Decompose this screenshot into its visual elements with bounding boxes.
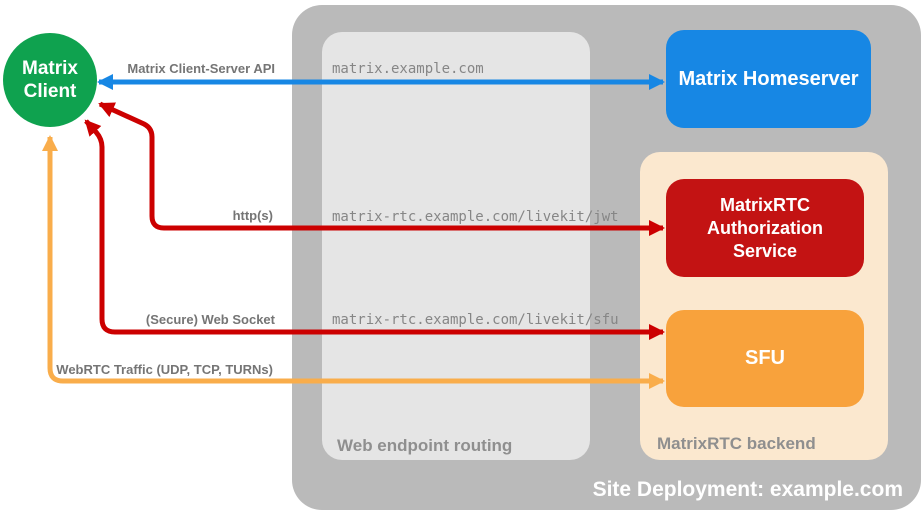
matrixrtc-backend-caption: MatrixRTC backend [657, 434, 816, 453]
sfu-node: SFU [666, 310, 864, 407]
matrix-client-label-line2: Client [23, 81, 77, 102]
site-deployment-caption: Site Deployment: example.com [592, 478, 903, 501]
auth-service-label-line3: Service [732, 240, 798, 261]
matrix-client-node: Matrix Client [3, 33, 97, 127]
webrtc-protocol-label: WebRTC Traffic (UDP, TCP, TURNs) [56, 362, 273, 377]
auth-service-label-line2: Authorization [707, 217, 823, 238]
sfu-label: SFU [745, 347, 785, 369]
sfu-endpoint-url: matrix-rtc.example.com/livekit/sfu [332, 312, 619, 328]
auth-service-label-line1: MatrixRTC [719, 194, 810, 215]
web-endpoint-routing-caption: Web endpoint routing [337, 436, 513, 455]
homeserver-endpoint-url: matrix.example.com [332, 61, 484, 77]
jwt-endpoint-url: matrix-rtc.example.com/livekit/jwt [332, 209, 619, 225]
matrix-client-label-line1: Matrix [22, 58, 78, 79]
matrixrtc-authorization-service-node: MatrixRTC Authorization Service [666, 179, 864, 277]
matrix-homeserver-node: Matrix Homeserver [666, 30, 871, 128]
client-server-api-protocol-label: Matrix Client-Server API [127, 61, 275, 76]
matrix-homeserver-label: Matrix Homeserver [678, 67, 859, 90]
websocket-protocol-label: (Secure) Web Socket [145, 312, 275, 327]
web-endpoint-routing-box [322, 32, 590, 460]
https-protocol-label: http(s) [232, 208, 273, 223]
